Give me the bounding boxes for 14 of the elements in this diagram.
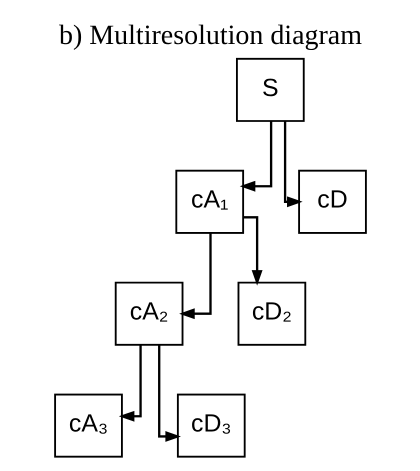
arrow bbox=[158, 344, 180, 442]
arrow bbox=[118, 344, 142, 422]
node-box: cA₃ bbox=[54, 393, 122, 458]
node-box: cA₂ bbox=[114, 281, 183, 346]
node-box: cD₂ bbox=[237, 281, 306, 346]
node-box: cD bbox=[298, 169, 366, 234]
diagram-title: b) Multiresolution diagram bbox=[58, 19, 362, 50]
arrow bbox=[242, 216, 262, 286]
arrow bbox=[283, 120, 302, 207]
node-box: cA₁ bbox=[174, 169, 244, 234]
node-box: S bbox=[235, 57, 304, 122]
arrow bbox=[178, 232, 212, 319]
node-box: cD₃ bbox=[176, 393, 246, 458]
arrow bbox=[239, 120, 272, 192]
